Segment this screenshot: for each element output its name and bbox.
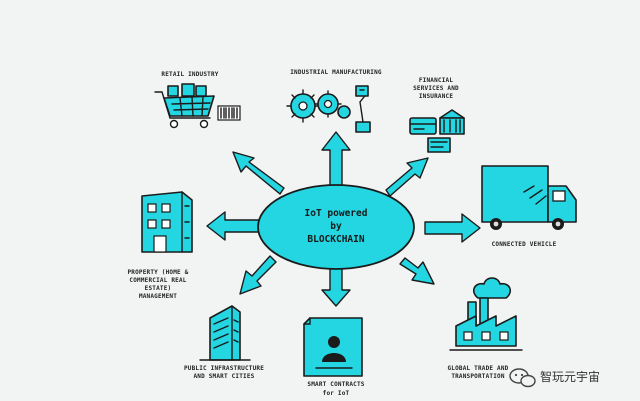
- arrow-to-manufacturing: [321, 131, 351, 189]
- node-property: PROPERTY (HOME & COMMERCIAL REAL ESTATE)…: [128, 191, 193, 300]
- financial-label-line-3: INSURANCE: [419, 93, 453, 100]
- manufacturing-label: INDUSTRIAL MANUFACTURING: [290, 69, 382, 76]
- center-line-1: IoT powered: [305, 208, 368, 219]
- barcode-icon: [217, 105, 241, 121]
- node-financial: FINANCIAL SERVICES AND INSURANCE: [409, 77, 465, 153]
- public-label-line-1: PUBLIC INFRASTRUCTURE: [184, 365, 264, 372]
- arrow-to-trade: [399, 257, 435, 285]
- arrow-to-vehicle: [424, 213, 481, 243]
- node-contracts: SMART CONTRACTS for IoT: [303, 317, 365, 397]
- arrow-to-property: [206, 211, 261, 241]
- public-label-line-2: AND SMART CITIES: [194, 373, 255, 380]
- trade-label-line-2: TRANSPORTATION: [451, 373, 505, 380]
- center-line-3: BLOCKCHAIN: [307, 234, 364, 245]
- property-label-line-2: COMMERCIAL REAL: [129, 277, 186, 284]
- node-manufacturing: INDUSTRIAL MANUFACTURING: [286, 69, 382, 133]
- trade-label-line-1: GLOBAL TRADE AND: [448, 365, 509, 372]
- skyscraper-icon: [199, 305, 251, 361]
- node-trade: GLOBAL TRADE AND TRANSPORTATION: [448, 277, 523, 380]
- retail-label: RETAIL INDUSTRY: [161, 71, 218, 78]
- watermark: 智玩元宇宙: [509, 368, 600, 388]
- arrow-to-contracts: [321, 267, 351, 307]
- contract-document-icon: [303, 317, 363, 377]
- shopping-cart-icon: [154, 83, 215, 129]
- contracts-label-line-2: for IoT: [323, 390, 350, 397]
- arrows: [206, 131, 481, 307]
- node-vehicle: CONNECTED VEHICLE: [481, 165, 577, 248]
- property-label-line-1: PROPERTY (HOME &: [128, 269, 189, 276]
- financial-label-line-1: FINANCIAL: [419, 77, 453, 84]
- apartment-building-icon: [141, 191, 193, 253]
- factory-icon: [449, 277, 523, 351]
- arrow-to-financial: [385, 157, 429, 197]
- center-line-2: by: [330, 221, 342, 232]
- arrow-to-public: [239, 255, 277, 295]
- bank-card-icon: [409, 109, 465, 153]
- center-ellipse: [257, 184, 415, 270]
- property-label-line-3: ESTATE): [145, 285, 172, 292]
- node-public: PUBLIC INFRASTRUCTURE AND SMART CITIES: [184, 305, 264, 380]
- wechat-icon: [509, 368, 536, 388]
- vehicle-label: CONNECTED VEHICLE: [492, 241, 557, 248]
- arrow-to-retail: [232, 151, 285, 195]
- node-retail: RETAIL INDUSTRY: [154, 71, 241, 129]
- financial-label-line-2: SERVICES AND: [413, 85, 459, 92]
- center-node: IoT powered by BLOCKCHAIN: [257, 184, 415, 270]
- watermark-text: 智玩元宇宙: [540, 369, 600, 384]
- property-label-line-4: MANAGEMENT: [139, 293, 177, 300]
- truck-icon: [481, 165, 577, 230]
- contracts-label-line-1: SMART CONTRACTS: [307, 381, 364, 388]
- gears-robot-arm-icon: [286, 85, 371, 133]
